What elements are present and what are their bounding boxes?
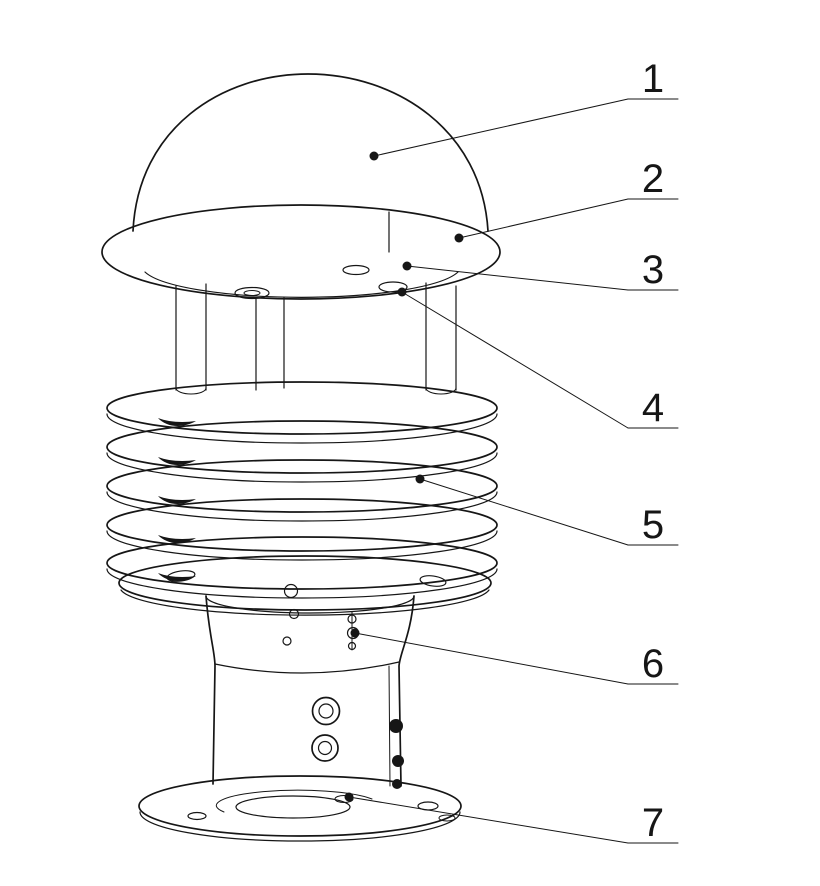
connector-boss-outer <box>311 734 339 762</box>
leader-line <box>354 632 629 685</box>
body-top-edge <box>205 595 415 614</box>
leader-dot <box>344 792 354 802</box>
leader-dot <box>454 233 464 243</box>
louver-skirt <box>106 491 498 522</box>
callout-number: 6 <box>642 642 664 686</box>
callout-number: 5 <box>642 503 664 547</box>
collar-outer-ellipse <box>101 204 501 300</box>
body-right-contour <box>398 595 415 787</box>
plate-hole-center <box>342 264 370 276</box>
leader-line <box>419 478 629 546</box>
connector-boss-inner <box>318 703 334 719</box>
callout-6: 6 <box>350 628 679 686</box>
leader-dot <box>369 151 379 161</box>
flange-thickness-edge <box>139 811 461 842</box>
leader-line <box>458 198 629 239</box>
leader-dot <box>402 261 412 271</box>
base-flange <box>138 775 462 842</box>
screw-hole <box>347 614 357 624</box>
callout-5: 5 <box>415 474 679 547</box>
screw-hole <box>347 641 357 651</box>
plate-hole-front <box>378 281 408 293</box>
callout-group: 1 2 3 4 <box>344 57 679 845</box>
body-hole <box>288 608 300 620</box>
sensor-body <box>205 583 415 789</box>
top-plate-front-edge <box>144 271 459 298</box>
callout-3: 3 <box>402 248 679 292</box>
side-bump <box>389 719 403 733</box>
connector-boss-inner <box>317 740 333 756</box>
leader-line <box>401 291 629 429</box>
louver-notch <box>158 535 196 544</box>
collar-ring <box>101 204 501 300</box>
shield-bottom-edge <box>120 589 490 616</box>
plate-hole-left-inner <box>243 290 261 296</box>
flange-outer-ellipse <box>138 775 462 837</box>
side-bump <box>392 755 404 767</box>
side-bump <box>392 779 402 789</box>
louver-disc <box>106 459 498 513</box>
louver-notch <box>158 418 196 427</box>
callout-1: 1 <box>369 57 679 161</box>
leader-line <box>348 796 629 844</box>
callout-number: 4 <box>642 386 664 430</box>
callout-number: 2 <box>642 157 664 201</box>
support-posts <box>175 282 457 395</box>
louver-notch <box>158 457 196 466</box>
body-hole <box>283 583 299 599</box>
callout-7: 7 <box>344 792 679 845</box>
device-drawing <box>101 73 501 842</box>
louver-skirt <box>106 530 498 561</box>
shield-clip-right <box>419 575 447 587</box>
louver-stack <box>106 381 498 616</box>
louver-disc <box>106 498 498 552</box>
shield-bottom-plate <box>118 555 492 611</box>
body-left-contour <box>205 595 216 785</box>
callout-4: 4 <box>397 287 679 430</box>
louver-disc <box>106 536 498 590</box>
louver-skirt <box>106 413 498 444</box>
flange-inner-ring <box>235 795 351 819</box>
callout-number: 7 <box>642 801 664 845</box>
louver-notch <box>158 496 196 505</box>
callout-number: 1 <box>642 57 664 101</box>
louver-disc <box>106 381 498 435</box>
leader-dot <box>350 628 360 638</box>
plate-hole-left <box>234 286 270 300</box>
flange-notch-right <box>438 814 456 822</box>
louver-disc <box>106 420 498 474</box>
louver-skirt <box>106 452 498 483</box>
flange-hole-left <box>187 811 207 821</box>
dome <box>132 73 489 253</box>
callout-number: 3 <box>642 248 664 292</box>
leader-line <box>373 98 629 157</box>
body-mid-seam <box>214 661 400 674</box>
louver-skirt <box>106 568 498 599</box>
shield-clip-left <box>166 570 196 582</box>
body-hole <box>282 636 292 646</box>
post-left-foot <box>175 387 207 395</box>
callout-2: 2 <box>454 157 679 243</box>
leader-dot <box>397 287 407 297</box>
post-right-foot <box>425 387 457 395</box>
leader-dot <box>415 474 425 484</box>
louver-notch <box>158 573 196 582</box>
dome-outline <box>132 73 489 232</box>
leader-line <box>406 265 629 291</box>
connector-boss-outer <box>311 696 341 726</box>
